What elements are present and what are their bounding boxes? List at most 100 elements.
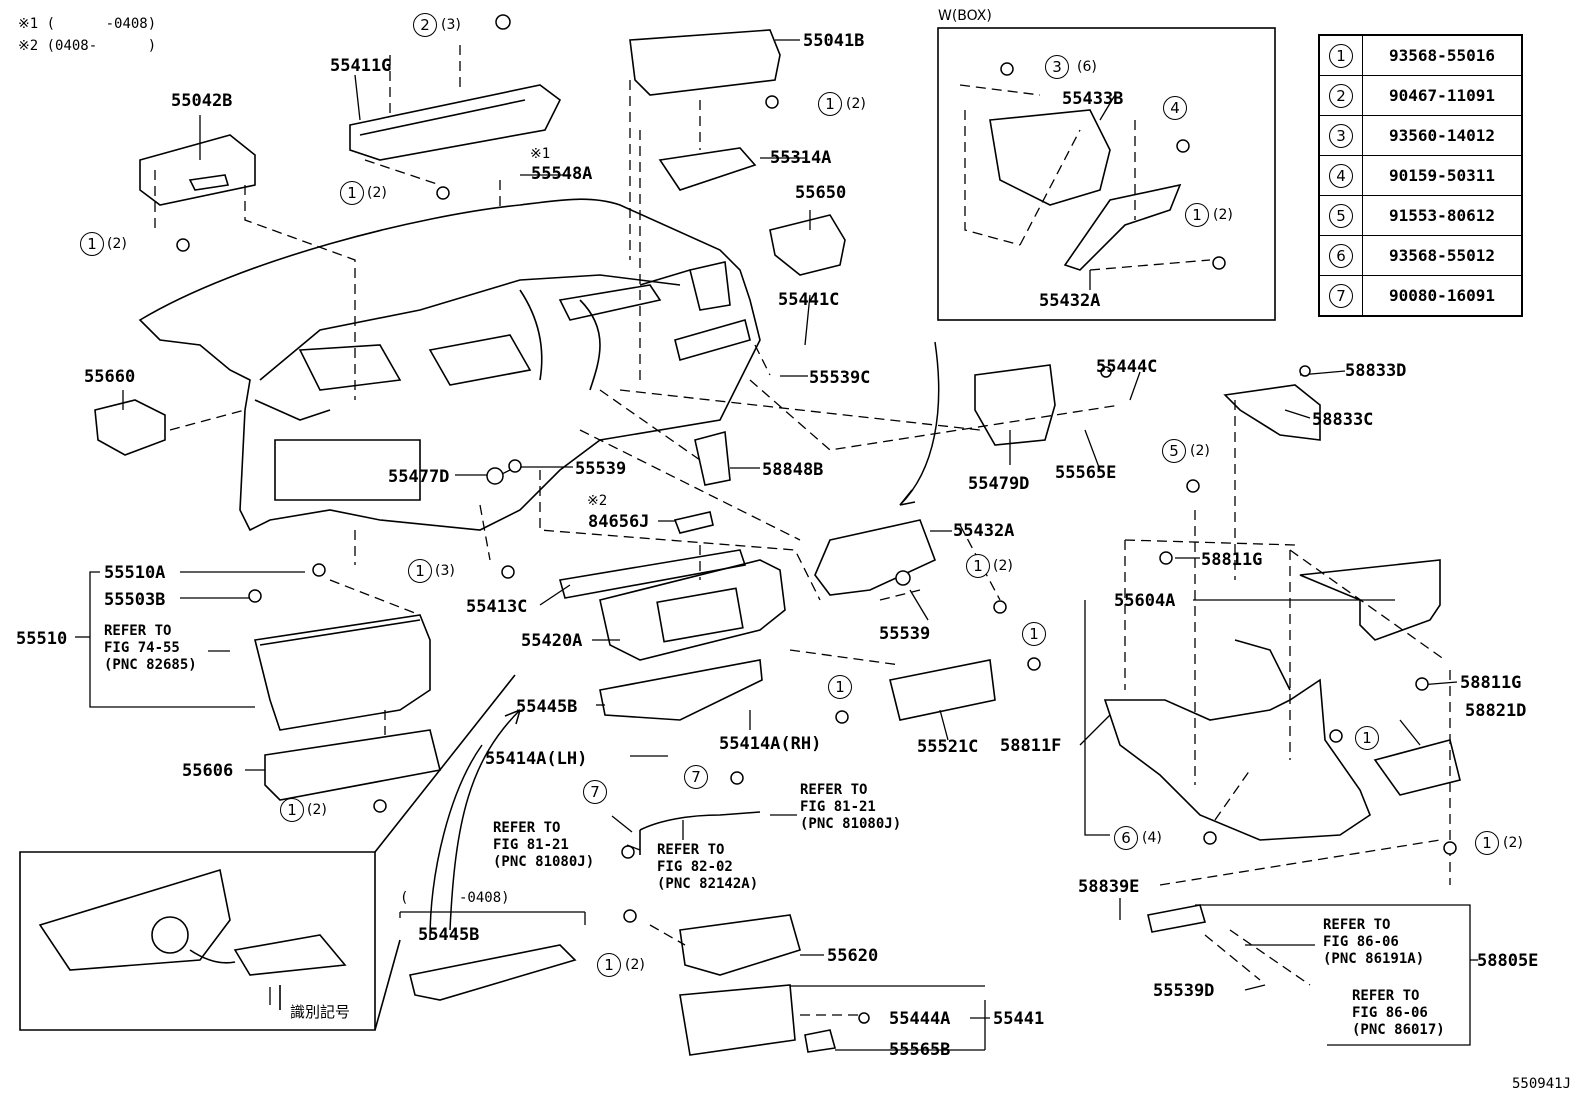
callout-bolt-5: 5 xyxy=(1162,439,1186,463)
table-part-number: 90159-50311 xyxy=(1362,155,1523,196)
callout-bolt-1: 1 xyxy=(1022,622,1046,646)
callout-bolt-1: 1 xyxy=(1475,831,1499,855)
table-part-number: 90467-11091 xyxy=(1362,75,1523,116)
part-55445B-early: 55445B xyxy=(418,925,480,945)
part-55432A: 55432A xyxy=(953,521,1015,541)
refer-fig-81-21-b: REFER TO FIG 81-21 (PNC 81080J) xyxy=(800,782,902,832)
part-55432A-box: 55432A xyxy=(1039,291,1101,311)
part-58805E: 58805E xyxy=(1477,951,1539,971)
part-58811G-b: 58811G xyxy=(1460,673,1522,693)
callout-bolt-7: 7 xyxy=(684,765,708,789)
table-index: 6 xyxy=(1329,243,1353,268)
part-55477D: 55477D xyxy=(388,467,450,487)
table-part-number: 93568-55012 xyxy=(1362,235,1523,276)
callout-qty: (2) xyxy=(1503,835,1523,851)
callout-qty: (2) xyxy=(846,96,866,112)
part-55413C: 55413C xyxy=(466,597,528,617)
callout-bolt-3: 3 xyxy=(1045,55,1069,79)
callout-qty: (3) xyxy=(435,563,455,579)
table-index: 3 xyxy=(1329,123,1353,148)
callout-qty: (6) xyxy=(1077,59,1097,75)
part-55444A: 55444A xyxy=(889,1009,951,1029)
table-row: 6 93568-55012 xyxy=(1318,235,1523,276)
table-part-number: 93560-14012 xyxy=(1362,115,1523,156)
refer-fig-74-55: REFER TO FIG 74-55 (PNC 82685) xyxy=(104,623,197,673)
table-row: 5 91553-80612 xyxy=(1318,195,1523,236)
note-2: ※2 (0408- ) xyxy=(18,38,157,54)
part-55414A-LH: 55414A(LH) xyxy=(485,749,588,769)
refer-fig-81-21-a: REFER TO FIG 81-21 (PNC 81080J) xyxy=(493,820,595,870)
table-part-number: 91553-80612 xyxy=(1362,195,1523,236)
part-58833D: 58833D xyxy=(1345,361,1407,381)
part-55650: 55650 xyxy=(795,183,847,203)
refer-fig-86-06-b: REFER TO FIG 86-06 (PNC 86017) xyxy=(1352,988,1445,1038)
part-55411G: 55411G xyxy=(330,56,392,76)
callout-qty: (2) xyxy=(993,558,1013,574)
table-index: 5 xyxy=(1329,203,1353,228)
part-55441: 55441 xyxy=(993,1009,1045,1029)
part-55314A: 55314A xyxy=(770,148,832,168)
callout-qty: (4) xyxy=(1142,830,1162,846)
callout-bolt-1: 1 xyxy=(1355,726,1379,750)
caption-identification-mark: 識別記号 xyxy=(290,1003,351,1021)
part-58811G: 58811G xyxy=(1201,550,1263,570)
figure-code: 550941J xyxy=(1512,1076,1572,1092)
table-part-number: 90080-16091 xyxy=(1362,275,1523,317)
part-58839E: 58839E xyxy=(1078,877,1140,897)
callout-qty: (2) xyxy=(367,185,387,201)
table-row: 2 90467-11091 xyxy=(1318,75,1523,116)
part-55565B: 55565B xyxy=(889,1040,951,1060)
part-84656J: 84656J xyxy=(588,512,650,532)
callout-bolt-1: 1 xyxy=(280,798,304,822)
table-index: 2 xyxy=(1329,83,1353,108)
callout-qty: (3) xyxy=(441,17,461,33)
callout-qty: (2) xyxy=(107,236,127,252)
callout-bolt-1: 1 xyxy=(828,675,852,699)
callout-bolt-1: 1 xyxy=(597,953,621,977)
part-55620: 55620 xyxy=(827,946,879,966)
part-55565E: 55565E xyxy=(1055,463,1117,483)
part-55041B: 55041B xyxy=(803,31,865,51)
date-range-label: ( -0408) xyxy=(400,890,510,906)
callout-bolt-4: 4 xyxy=(1163,96,1187,120)
table-index: 1 xyxy=(1329,43,1353,68)
callout-bolt-1: 1 xyxy=(340,181,364,205)
note-1: ※1 ( -0408) xyxy=(18,16,157,32)
part-55503B: 55503B xyxy=(104,590,166,610)
part-58821D: 58821D xyxy=(1465,701,1527,721)
callout-bolt-1: 1 xyxy=(408,559,432,583)
part-55441C: 55441C xyxy=(778,290,840,310)
refer-fig-86-06-a: REFER TO FIG 86-06 (PNC 86191A) xyxy=(1323,917,1425,967)
callout-qty: (2) xyxy=(1190,443,1210,459)
part-55539C: 55539C xyxy=(809,368,871,388)
note-mark-2: ※2 xyxy=(587,493,608,509)
part-55604A: 55604A xyxy=(1114,591,1176,611)
part-55539-b: 55539 xyxy=(879,624,931,644)
inset-box-frame xyxy=(937,27,1276,321)
part-55539: 55539 xyxy=(575,459,627,479)
callout-qty: (2) xyxy=(625,957,645,973)
part-55539D: 55539D xyxy=(1153,981,1215,1001)
refer-fig-82-02: REFER TO FIG 82-02 (PNC 82142A) xyxy=(657,842,759,892)
part-55433B: 55433B xyxy=(1062,89,1124,109)
callout-bolt-2: 2 xyxy=(413,13,437,37)
part-58811F: 58811F xyxy=(1000,736,1062,756)
callout-bolt-6: 6 xyxy=(1114,826,1138,850)
callout-qty: (2) xyxy=(1213,207,1233,223)
part-55521C: 55521C xyxy=(917,737,979,757)
part-55479D: 55479D xyxy=(968,474,1030,494)
part-55444C: 55444C xyxy=(1096,357,1158,377)
part-55606: 55606 xyxy=(182,761,234,781)
part-55660: 55660 xyxy=(84,367,136,387)
callout-bolt-1: 1 xyxy=(966,554,990,578)
part-58833C: 58833C xyxy=(1312,410,1374,430)
part-55420A: 55420A xyxy=(521,631,583,651)
part-55414A-RH: 55414A(RH) xyxy=(719,734,822,754)
callout-bolt-1: 1 xyxy=(80,232,104,256)
